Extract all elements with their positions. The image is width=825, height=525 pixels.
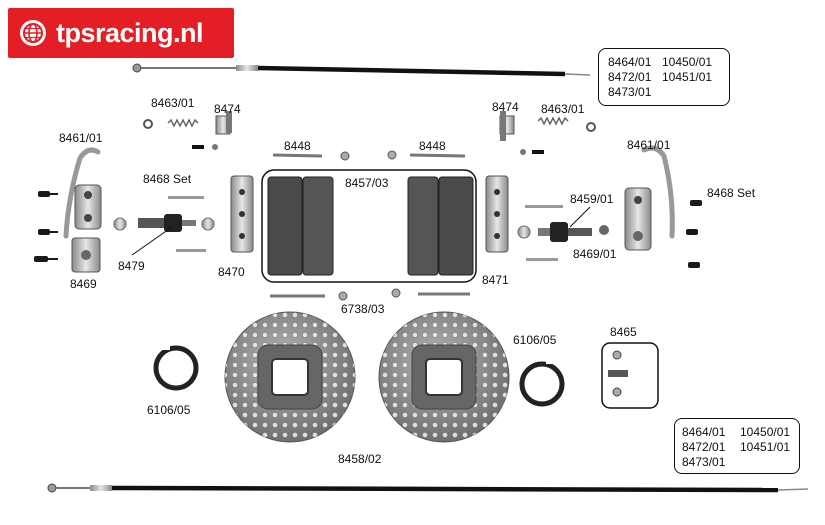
box-bottom-r1c1: 10451/01 [740, 440, 791, 454]
brake-pads [267, 176, 474, 276]
springs-left [143, 111, 232, 150]
label-8468-left: 8468 Set [143, 172, 192, 186]
brand-logo[interactable]: tpsracing.nl [8, 8, 234, 58]
label-8479: 8479 [118, 259, 145, 273]
caliper-left [230, 175, 254, 253]
box-top-r1c1: 10451/01 [662, 70, 713, 84]
part-box-top: 8464/01 10450/01 8472/01 10451/01 8473/0… [598, 48, 730, 106]
brake-cable-top [132, 63, 591, 77]
label-8448-left: 8448 [284, 139, 311, 153]
label-8474-right: 8474 [492, 100, 519, 114]
label-8459: 8459/01 [570, 192, 614, 206]
nut-set-frame [601, 342, 659, 409]
label-8463-right: 8463/01 [541, 102, 585, 116]
brake-disc-left [224, 311, 356, 443]
label-8474-left: 8474 [214, 102, 241, 116]
box-bottom-r1c0: 8472/01 [682, 440, 726, 454]
brake-pins [270, 150, 470, 301]
box-top-r0c1: 10450/01 [662, 55, 713, 69]
leader-lines [131, 206, 591, 256]
label-6106-right: 6106/05 [513, 333, 557, 347]
box-top-r1c0: 8472/01 [608, 70, 652, 84]
pivot-shaft-right [517, 222, 609, 242]
label-8471: 8471 [482, 273, 509, 287]
pivot-shaft-left [113, 214, 215, 232]
label-8463-left: 8463/01 [151, 96, 195, 110]
retaining-rings [153, 342, 565, 407]
label-8457: 8457/03 [345, 176, 389, 190]
label-8461-right: 8461/01 [627, 138, 671, 152]
globe-icon [20, 20, 46, 46]
screws [34, 191, 702, 268]
brake-disc-right [378, 311, 510, 443]
part-box-bottom: 8464/01 10450/01 8472/01 10451/01 8473/0… [674, 418, 800, 474]
label-8465: 8465 [610, 325, 637, 339]
brake-pads-frame [261, 169, 477, 283]
springs-right [499, 111, 596, 155]
box-top-r2c0: 8473/01 [608, 85, 652, 99]
label-6738: 6738/03 [341, 302, 385, 316]
label-6106-left: 6106/05 [147, 403, 191, 417]
label-8470: 8470 [218, 265, 245, 279]
box-top-r0c0: 8464/01 [608, 55, 652, 69]
label-8458: 8458/02 [338, 452, 382, 466]
label-8448-right: 8448 [419, 139, 446, 153]
box-bottom-r0c1: 10450/01 [740, 425, 791, 439]
label-8461-left: 8461/01 [59, 131, 103, 145]
brake-lever-left [63, 147, 102, 273]
brand-name: tpsracing.nl [56, 17, 204, 48]
box-bottom-r2c0: 8473/01 [682, 455, 726, 469]
brake-cable-bottom [47, 483, 809, 493]
brake-lever-right [624, 145, 675, 251]
label-8469-left: 8469 [70, 277, 97, 291]
caliper-right [485, 175, 509, 253]
label-8469-right: 8469/01 [573, 247, 617, 261]
label-8468-right: 8468 Set [707, 186, 756, 200]
box-bottom-r0c0: 8464/01 [682, 425, 726, 439]
nut-set [608, 350, 628, 397]
